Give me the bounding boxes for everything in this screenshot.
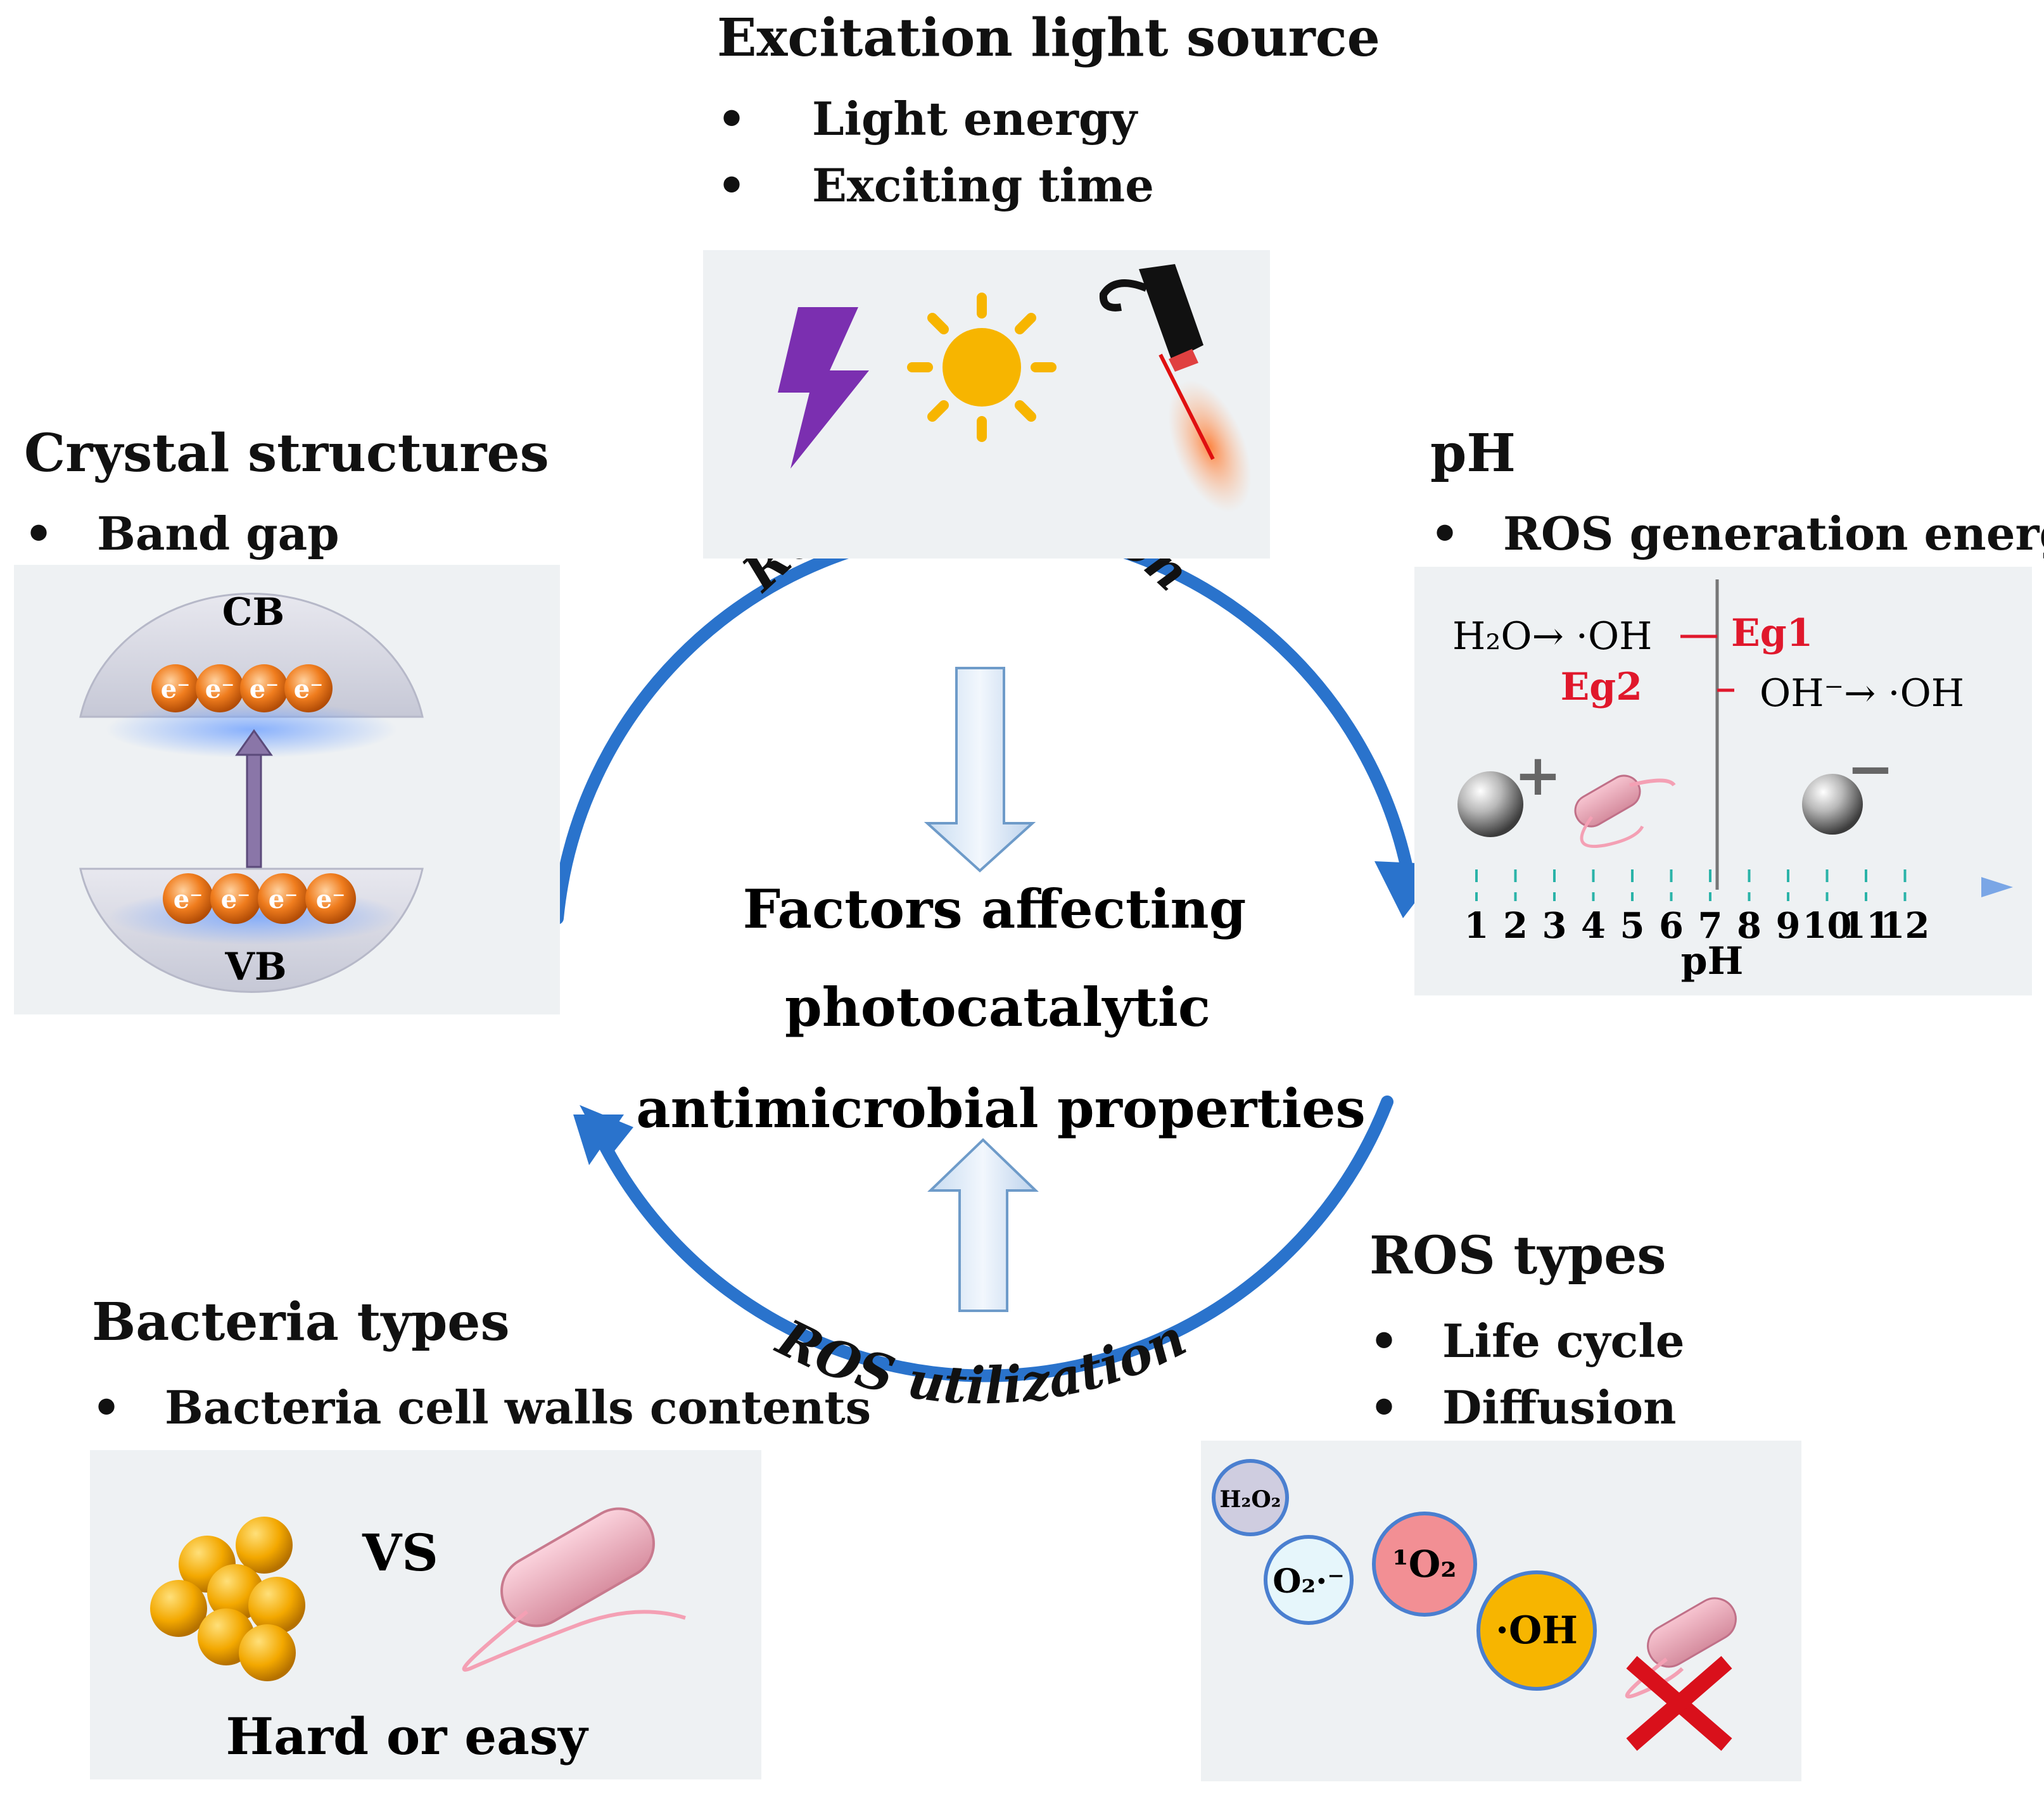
- crystal-bullet-1: •Band gap: [24, 507, 340, 560]
- bottom-cycle-arc: [595, 1096, 1393, 1382]
- center-title-line2: photocatalytic: [785, 976, 1210, 1039]
- ph-tick-label: 10: [1803, 905, 1852, 947]
- svg-text:+: +: [1514, 742, 1561, 809]
- excitation-title: Excitation light source: [717, 8, 1380, 68]
- excitation-bullet-2: •Exciting time: [717, 158, 1154, 212]
- eg1-label: Eg1: [1731, 611, 1813, 655]
- cb-electron-4: e⁻: [284, 664, 333, 712]
- bacteria-bullet-1: •Bacteria cell walls contents: [92, 1380, 872, 1434]
- reaction-hydroxide: OH⁻→ ·OH: [1760, 671, 1964, 716]
- vb-electron-4: e⁻: [305, 873, 356, 924]
- svg-text:e⁻: e⁻: [294, 674, 324, 704]
- center-title-line3: antimicrobial properties: [636, 1077, 1366, 1140]
- lightning-icon: [778, 307, 869, 469]
- cb-label: CB: [222, 590, 284, 635]
- negative-particle: −: [1802, 735, 1895, 835]
- ph-title: pH: [1430, 423, 1516, 484]
- cb-electron-2: e⁻: [196, 664, 244, 712]
- ph-tick-label: 7: [1698, 905, 1723, 947]
- svg-text:e⁻: e⁻: [221, 885, 251, 914]
- ph-tick-marks: [1475, 869, 1907, 901]
- bacterium-dead-icon: [1625, 1597, 1737, 1699]
- svg-text:O₂·⁻: O₂·⁻: [1273, 1562, 1345, 1601]
- crystal-panel: CB VB e⁻ e⁻ e⁻ e⁻ e⁻ e⁻ e⁻ e⁻: [14, 565, 560, 1014]
- vb-electron-2: e⁻: [210, 873, 261, 924]
- svg-text:e⁻: e⁻: [316, 885, 346, 914]
- eg2-label: Eg2: [1561, 665, 1642, 709]
- sun-icon: [907, 293, 1057, 442]
- hydroxyl-radical-bubble: ·OH: [1476, 1570, 1597, 1691]
- coccus-cluster-icon: [150, 1517, 305, 1681]
- cb-electron-3: e⁻: [240, 664, 288, 712]
- positive-particle: +: [1457, 742, 1562, 837]
- singlet-oxygen-bubble: ¹O₂: [1372, 1512, 1477, 1617]
- ros-types-panel: H₂O₂ O₂·⁻ ¹O₂ ·OH: [1201, 1441, 1801, 1781]
- cross-icon: [1626, 1656, 1732, 1751]
- ph-axis-label: pH: [1681, 939, 1744, 983]
- svg-text:¹O₂: ¹O₂: [1392, 1543, 1456, 1586]
- excitation-arrow: [235, 729, 273, 868]
- reaction-water: H₂O→ ·OH: [1452, 614, 1653, 659]
- vb-electron-1: e⁻: [163, 873, 213, 924]
- ph-tick-label: 8: [1737, 905, 1762, 947]
- bacteria-panel: VS Hard or easy: [90, 1450, 761, 1779]
- bacteria-title: Bacteria types: [92, 1292, 510, 1353]
- superoxide-bubble: O₂·⁻: [1264, 1535, 1354, 1625]
- h2o2-bubble: H₂O₂: [1212, 1459, 1289, 1536]
- svg-text:−: −: [1846, 735, 1894, 802]
- svg-text:e⁻: e⁻: [205, 674, 235, 704]
- up-block-arrow: [927, 1138, 1039, 1312]
- vb-label: VB: [224, 945, 286, 989]
- ros-bullet-2: •Diffusion: [1369, 1380, 1677, 1434]
- ph-tick-label: 5: [1620, 905, 1645, 947]
- ph-bullet-1: •ROS generation energy: [1430, 507, 2044, 560]
- svg-text:e⁻: e⁻: [161, 674, 191, 704]
- excitation-bullet-1: •Light energy: [717, 92, 1138, 146]
- svg-text:H₂O₂: H₂O₂: [1220, 1486, 1281, 1513]
- vb-electron-3: e⁻: [258, 873, 308, 924]
- ph-tick-label: 9: [1776, 905, 1801, 947]
- ros-types-title: ROS types: [1369, 1225, 1666, 1286]
- svg-text:e⁻: e⁻: [269, 885, 298, 914]
- ph-tick-label: 11: [1841, 905, 1891, 947]
- svg-text:e⁻: e⁻: [250, 674, 279, 704]
- ph-tick-label: 4: [1581, 905, 1606, 947]
- bacterium-small-icon: [1574, 774, 1676, 848]
- ph-axis-arrowhead: [1981, 877, 2013, 897]
- rod-bacterium-icon: [462, 1507, 686, 1672]
- down-block-arrow: [924, 667, 1036, 873]
- ph-tick-label: 1: [1464, 905, 1489, 947]
- ph-tick-label: 2: [1503, 905, 1528, 947]
- ph-tick-label: 3: [1542, 905, 1567, 947]
- ros-bullet-1: •Life cycle: [1369, 1314, 1685, 1368]
- crystal-title: Crystal structures: [24, 423, 549, 484]
- cb-electron-1: e⁻: [151, 664, 200, 712]
- ph-tick-label: 12: [1881, 905, 1930, 947]
- bacteria-caption: Hard or easy: [226, 1707, 589, 1766]
- center-title-line1: Factors affecting: [743, 878, 1247, 940]
- vs-label: VS: [362, 1523, 438, 1582]
- svg-text:·OH: ·OH: [1495, 1608, 1578, 1653]
- laser-pointer-icon: [1099, 264, 1252, 513]
- ph-tick-label: 6: [1659, 905, 1684, 947]
- svg-text:e⁻: e⁻: [174, 885, 203, 914]
- excitation-panel: [703, 250, 1270, 559]
